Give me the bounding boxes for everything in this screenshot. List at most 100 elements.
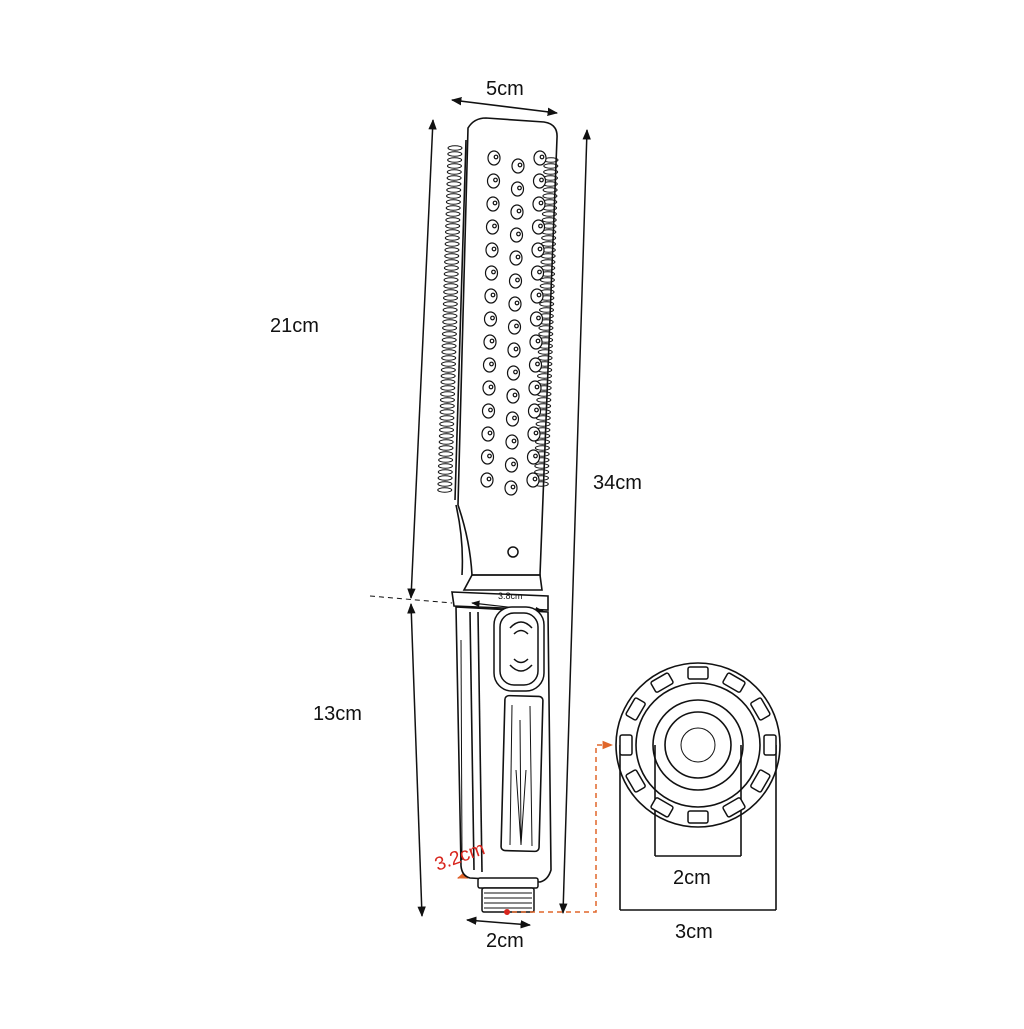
coil-loop bbox=[438, 445, 454, 451]
coil-loop bbox=[539, 307, 554, 313]
nozzle-hole bbox=[533, 430, 539, 436]
coil-loop bbox=[446, 181, 462, 187]
inner-diameter-label: 2cm bbox=[673, 867, 711, 889]
coil-loop bbox=[537, 373, 553, 379]
coil-loop bbox=[438, 451, 454, 457]
coil-loop bbox=[446, 163, 462, 169]
coil-loop bbox=[443, 295, 458, 301]
coil-loop bbox=[437, 475, 453, 481]
left-bristle-coil bbox=[437, 145, 463, 493]
coil-loop bbox=[536, 397, 552, 403]
end-slot bbox=[750, 769, 771, 793]
coil-loop bbox=[438, 439, 454, 445]
nozzle-hole bbox=[489, 361, 494, 367]
coil-loop bbox=[445, 217, 461, 223]
head-length-label: 21cm bbox=[270, 315, 319, 337]
connector-width-label: 2cm bbox=[486, 930, 524, 952]
coil-loop bbox=[439, 403, 455, 409]
nozzle-hole bbox=[535, 361, 540, 367]
coil-loop bbox=[534, 463, 550, 469]
nozzle-hole bbox=[535, 338, 541, 344]
nozzle-hole bbox=[516, 208, 522, 214]
end-slot bbox=[650, 797, 674, 818]
nozzle-hole bbox=[516, 231, 521, 237]
handle-length-label: 13cm bbox=[313, 703, 362, 725]
head-length-dimension-line bbox=[407, 118, 437, 600]
coil-loop bbox=[443, 265, 459, 271]
end-slot bbox=[722, 797, 746, 818]
nozzle-hole bbox=[534, 384, 540, 390]
split-guide-line bbox=[369, 595, 453, 604]
end-slot bbox=[687, 666, 709, 680]
nozzle-hole bbox=[513, 369, 518, 375]
inner-window bbox=[500, 694, 544, 853]
nozzle-hole bbox=[538, 200, 544, 206]
coil-loop bbox=[442, 319, 458, 325]
spray-nozzles bbox=[480, 150, 547, 496]
coil-loop bbox=[538, 325, 554, 331]
coil-loop bbox=[441, 343, 457, 349]
coil-loop bbox=[440, 385, 456, 391]
coil-loop bbox=[443, 277, 459, 283]
coil-loop bbox=[441, 349, 457, 355]
coil-loop bbox=[437, 469, 453, 475]
nozzle-hole bbox=[487, 430, 493, 436]
coil-loop bbox=[445, 205, 461, 211]
width-label: 5cm bbox=[486, 78, 524, 100]
nozzle-hole bbox=[510, 484, 516, 490]
coil-loop bbox=[447, 157, 463, 163]
end-slot bbox=[687, 810, 709, 824]
coil-loop bbox=[541, 235, 557, 241]
coil-loop bbox=[439, 427, 455, 433]
nozzle-hole bbox=[488, 384, 494, 390]
coil-loop bbox=[443, 271, 459, 277]
coil-loop bbox=[437, 481, 453, 487]
coil-loop bbox=[437, 463, 453, 469]
coil-loop bbox=[440, 391, 456, 397]
nozzle-hole bbox=[534, 407, 539, 413]
coil-loop bbox=[447, 151, 463, 157]
coil-loop bbox=[439, 409, 455, 415]
nozzle-hole bbox=[539, 177, 544, 183]
coil-loop bbox=[446, 169, 462, 175]
coil-loop bbox=[440, 373, 456, 379]
coil-loop bbox=[543, 163, 559, 169]
nozzle-hole bbox=[517, 162, 523, 168]
coil-loop bbox=[539, 283, 555, 289]
coil-loop bbox=[537, 349, 553, 355]
coil-loop bbox=[445, 211, 461, 217]
nozzle-hole bbox=[489, 338, 495, 344]
mode-switch-button[interactable] bbox=[493, 606, 545, 692]
coil-loop bbox=[542, 187, 558, 193]
nozzle-hole bbox=[515, 277, 520, 283]
coil-loop bbox=[441, 337, 457, 343]
coil-loop bbox=[539, 301, 555, 307]
coil-loop bbox=[442, 325, 458, 331]
coil-loop bbox=[442, 301, 458, 307]
nozzle-hole bbox=[512, 392, 518, 398]
nozzle-hole bbox=[513, 346, 519, 352]
coil-loop bbox=[539, 277, 555, 283]
coil-loop bbox=[446, 175, 462, 181]
coil-loop bbox=[444, 241, 460, 247]
coil-loop bbox=[443, 289, 459, 295]
nozzle-hole bbox=[533, 453, 538, 459]
coil-loop bbox=[444, 235, 460, 241]
end-slot bbox=[625, 697, 646, 721]
nozzle-hole bbox=[488, 407, 493, 413]
coil-loop bbox=[541, 211, 557, 217]
coil-loop bbox=[444, 229, 460, 235]
nozzle-hole bbox=[536, 315, 541, 321]
end-slot bbox=[625, 769, 646, 793]
coil-loop bbox=[542, 193, 558, 199]
nozzle-hole bbox=[486, 476, 492, 482]
handle-length-dimension-line bbox=[407, 602, 426, 918]
nozzle-hole bbox=[490, 292, 496, 298]
total-length-dimension-line bbox=[559, 128, 591, 915]
coil-loop bbox=[541, 217, 557, 223]
coil-loop bbox=[446, 187, 462, 193]
coil-loop bbox=[441, 361, 457, 367]
end-slot bbox=[763, 734, 777, 756]
total-length-label: 34cm bbox=[593, 472, 642, 494]
